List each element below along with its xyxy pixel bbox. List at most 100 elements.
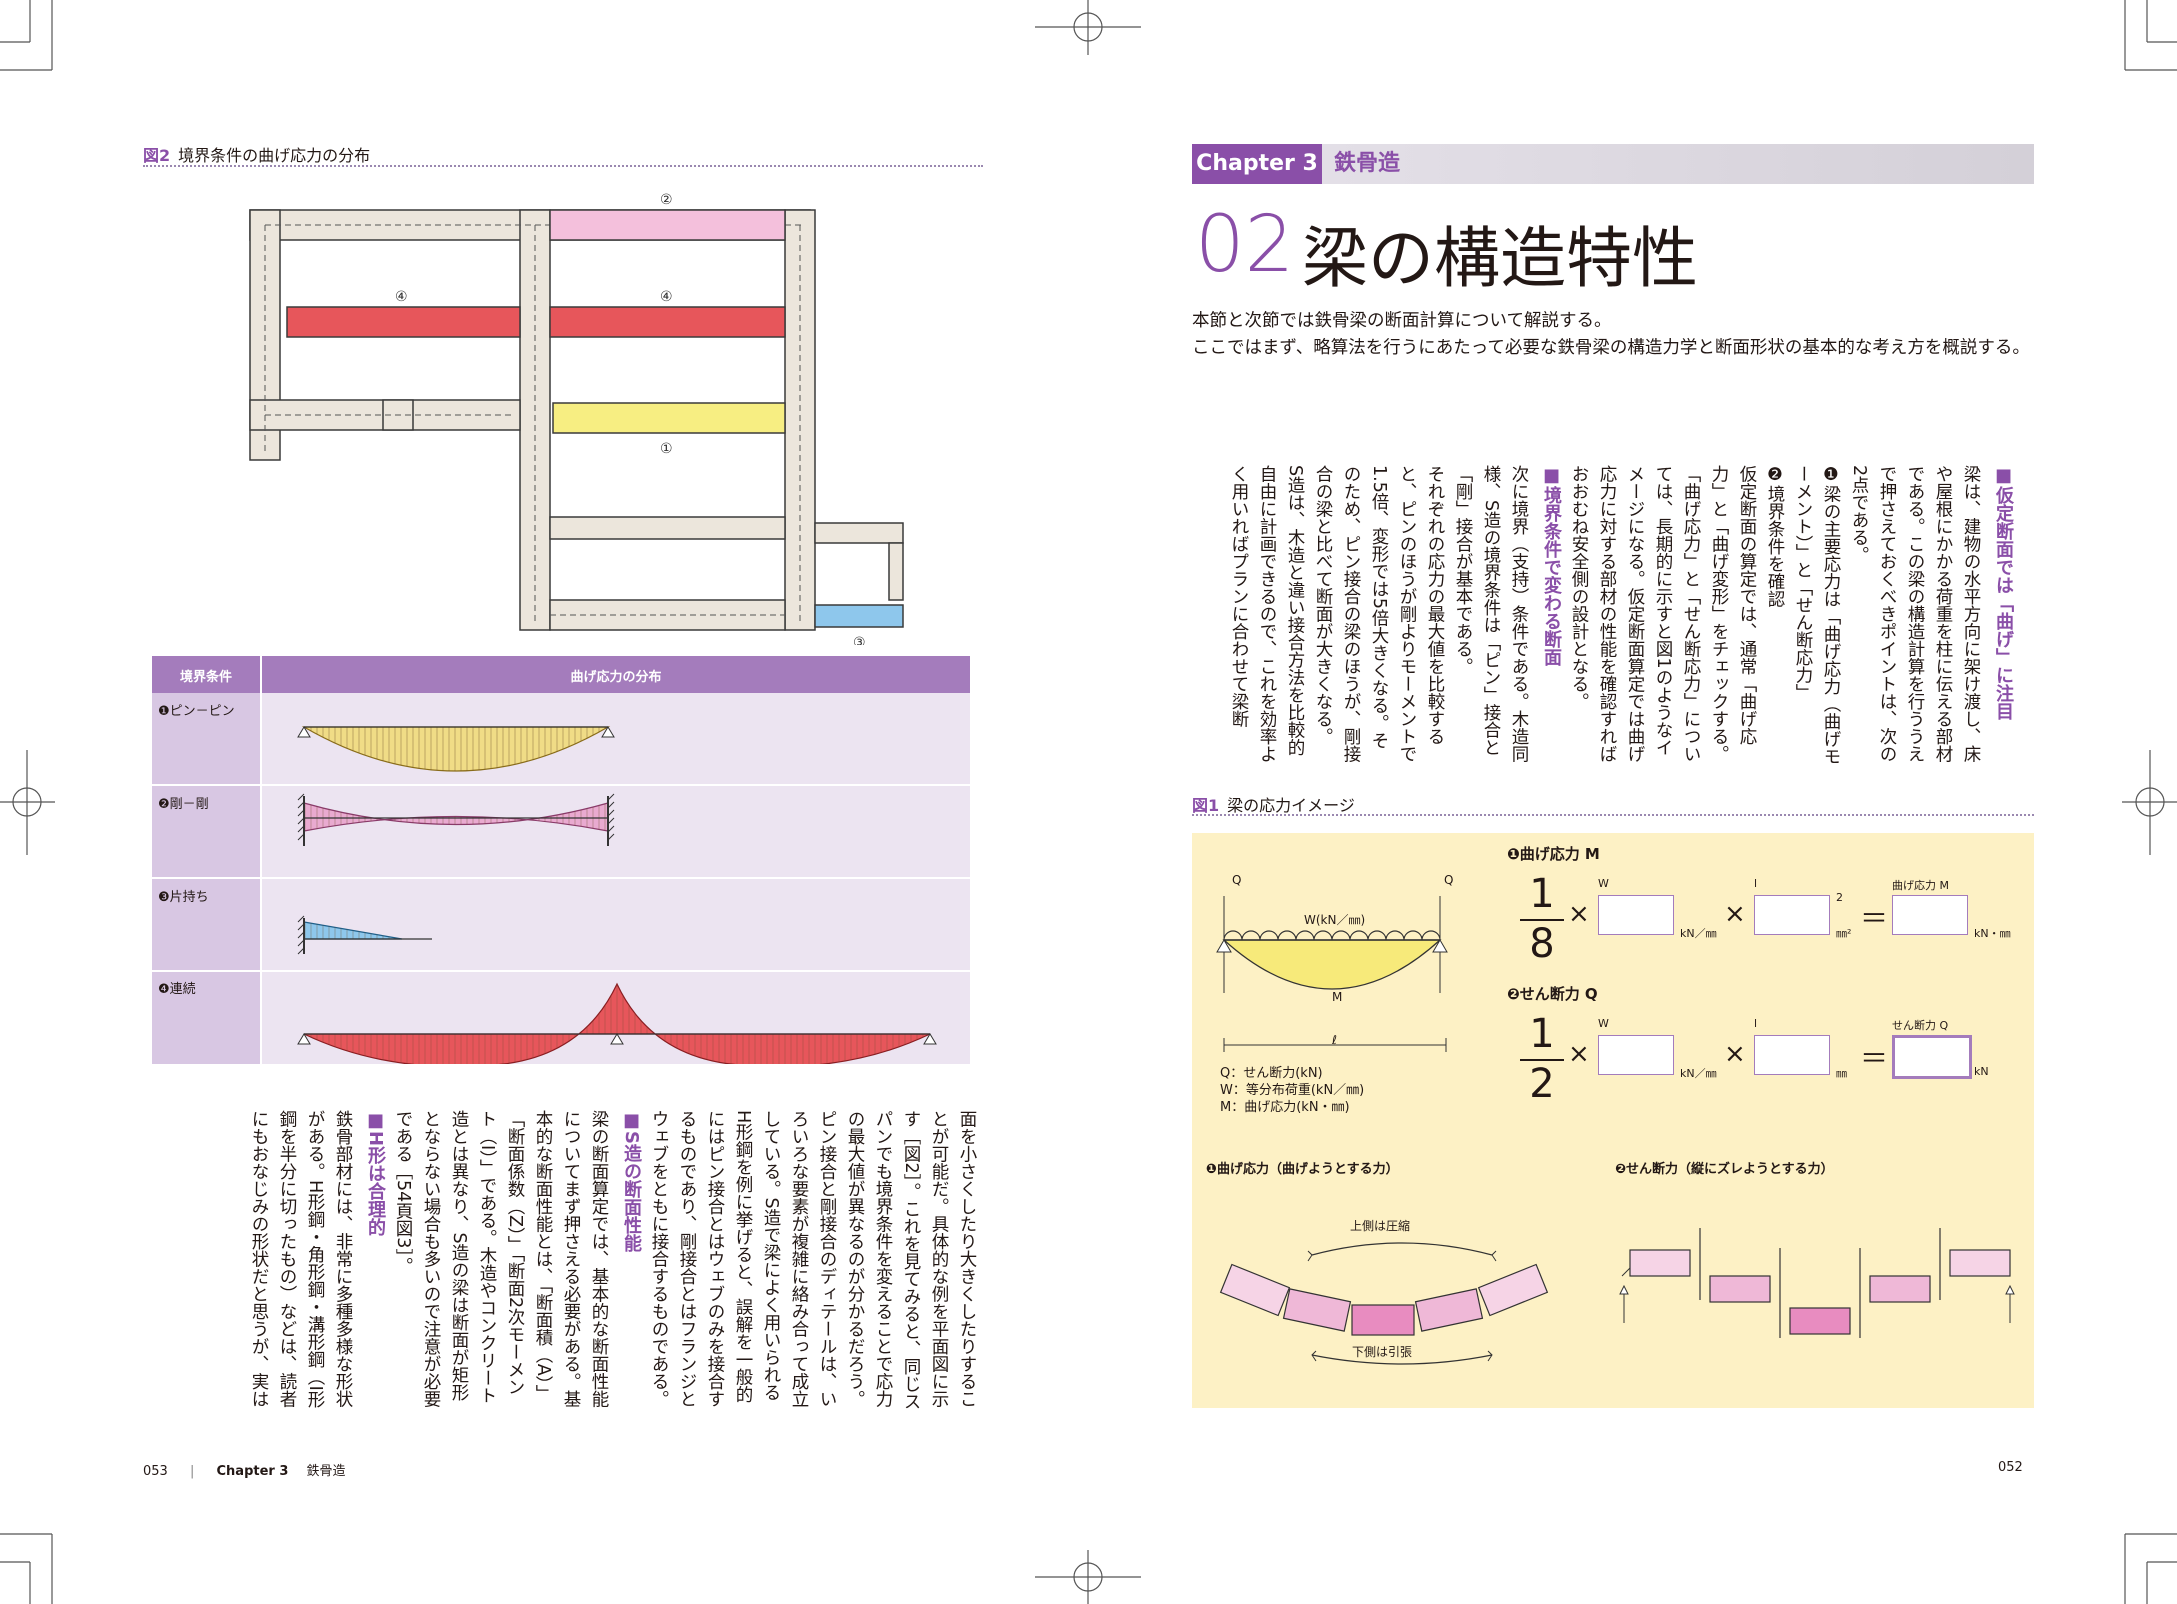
legend-m: M：曲げ応力(kN・㎜) (1220, 1100, 1350, 1115)
formula-m-denominator: 8 (1529, 921, 1555, 967)
beam-legend: Q：せん断力(kN) W：等分布荷重(kN／㎜) M：曲げ応力(kN・㎜) (1220, 1065, 1364, 1116)
section-s-heading: ■S造の断面性能 (621, 1110, 642, 1252)
section-s-text: 梁の断面算定では、基本的な断面性能についてまず押さえる必要がある。基本的な断面性… (393, 1110, 609, 1408)
figure1-caption: 図1 梁の応力イメージ (1192, 792, 1355, 816)
section-a-heading: ■仮定断面では「曲げ」に注目 (1993, 465, 2014, 720)
section-a-point-2: ❷境界条件を確認 (1765, 465, 1785, 608)
plan-marker-3: ③ (853, 635, 866, 645)
formula-q-title: ❷せん断力 Q (1507, 985, 1598, 1003)
section-b-paragraph: それぞれの応力の最大値を比較すると、ピンのほうが剛よりモーメントで1.5倍、変形… (1313, 465, 1445, 763)
bending-title: ❶曲げ応力（曲げようとする力） (1206, 1162, 1399, 1177)
page-number-052: 052 (1998, 1460, 2023, 1475)
chapter-band (1192, 144, 2034, 184)
row-label-pin-pin: ❶ピン－ピン (158, 704, 235, 719)
left-paragraph-2: ピン接合と剛接合のディテールは、いろいろな要素が複雑に絡み合って成立している。S… (649, 1110, 837, 1408)
page-number-053: 053 (143, 1464, 168, 1479)
section-h-heading: ■H形は合理的 (365, 1110, 386, 1237)
formula-m-w-label: W (1598, 877, 1609, 890)
span-dimension (1223, 1038, 1447, 1052)
formula-q-numerator: 1 (1529, 1011, 1555, 1057)
beam-load-label: W(kN／㎜) (1304, 913, 1366, 927)
table-header-condition: 境界条件 (179, 670, 232, 685)
chapter-label: Chapter 3 (1192, 144, 1322, 184)
times-sign: × (1724, 899, 1746, 929)
formula-m-numerator: 1 (1529, 871, 1555, 917)
table-header (152, 656, 970, 693)
formula-q-l-unit: ㎜ (1836, 1067, 1847, 1080)
section-title: 梁の構造特性 (1302, 220, 1698, 297)
table-row-divider (152, 970, 970, 972)
equals-sign: ＝ (1860, 1042, 1889, 1075)
equals-sign: ＝ (1860, 902, 1889, 935)
legend-q: Q：せん断力(kN) (1220, 1066, 1323, 1081)
formula-q-w-unit: kN／㎜ (1680, 1067, 1717, 1080)
formula-m-result-unit: kN・㎜ (1974, 927, 2011, 940)
fraction-line (1520, 1059, 1564, 1061)
w-input-box[interactable] (1598, 1035, 1674, 1075)
moment-shapes (297, 726, 937, 1064)
shear-result-box[interactable] (1892, 1035, 1972, 1079)
section-number: 02 (1195, 200, 1295, 290)
w-input-box[interactable] (1598, 895, 1674, 935)
formula-m-result-label: 曲げ応力 M (1892, 879, 1949, 892)
l-input-box[interactable] (1754, 1035, 1830, 1075)
left-footer: 053 | Chapter 3 鉄骨造 (143, 1464, 346, 1479)
times-sign: × (1568, 1039, 1590, 1069)
formula-m-l-label: l (1754, 877, 1758, 890)
chapter-title: 鉄骨造 (1334, 151, 1401, 176)
shear-illustration (1619, 1228, 2015, 1338)
figure1-title: 梁の応力イメージ (1227, 796, 1355, 815)
figure2-title: 境界条件の曲げ応力の分布 (178, 146, 371, 165)
left-body-text: 面を小さくしたり大きくしたりすることが可能だ。具体的な例を平面図に示す［図2］。… (245, 1110, 981, 1410)
right-body-text: ■仮定断面では「曲げ」に注目 梁は、建物の水平方向に架け渡し、床や屋根にかかる荷… (1225, 465, 2017, 765)
table-col-divider (260, 656, 262, 1064)
boundary-table: 境界条件 曲げ応力の分布 ❶ピン－ピン ❷剛－剛 ❸片持ち ❹連続 (152, 656, 970, 1064)
figure1-number: 図1 (1192, 796, 1220, 815)
formula-m-l-unit: ㎜² (1836, 927, 1852, 940)
divider (1192, 814, 2034, 816)
formula-m-l-sup: 2 (1836, 891, 1843, 904)
bending-bottom-label: 下側は引張 (1352, 1345, 1413, 1359)
beam-q-left: Q (1232, 873, 1242, 887)
section-b-paragraph: 次に境界（支持）条件である。木造同様、S造の境界条件は「ピン」接合と「剛」接合が… (1453, 465, 1529, 763)
formula-q-result-unit: kN (1974, 1065, 1989, 1078)
framing-plan-diagram: ② ④ ④ ① ③ (249, 192, 904, 645)
shear-title: ❷せん断力（縦にズレようとする力） (1615, 1162, 1834, 1177)
beam-q-right: Q (1444, 873, 1454, 887)
section-a-paragraph: 仮定断面の算定では、通常「曲げ応力」と「曲げ変形」をチェックする。「曲げ応力」と… (1569, 465, 1757, 763)
figure2-number: 図2 (143, 146, 171, 165)
fraction-line (1520, 919, 1564, 921)
table-header-distribution: 曲げ応力の分布 (570, 670, 662, 685)
plan-marker-4a: ④ (395, 289, 408, 305)
section-h-text: 鉄骨部材には、非常に多種多様な形状がある。H形鋼・角形鋼・溝形鋼（I形鋼を半分に… (249, 1110, 353, 1409)
bending-illustration (1219, 1242, 1549, 1365)
formula-m-title: ❶曲げ応力 M (1507, 845, 1600, 863)
figure2-caption: 図2 境界条件の曲げ応力の分布 (143, 142, 370, 166)
formula-q-denominator: 2 (1529, 1061, 1555, 1107)
lead-text: 本節と次節では鉄骨梁の断面計算について解説する。 ここではまず、略算法を行うにあ… (1192, 311, 2030, 358)
table-row-divider (152, 877, 970, 879)
formula-q-w-label: W (1598, 1017, 1609, 1030)
times-sign: × (1568, 899, 1590, 929)
formula-m-w-unit: kN／㎜ (1680, 927, 1717, 940)
l-input-box[interactable] (1754, 895, 1830, 935)
row-label-fixed-fixed: ❷剛－剛 (158, 797, 209, 812)
section-b-paragraph: S造は、木造と違い接合方法を比較的自由に計画できるので、これを効率よく用いればプ… (1229, 465, 1305, 763)
footer-chapter: Chapter 3 (216, 1464, 289, 1479)
row-label-cantilever: ❸片持ち (158, 890, 209, 905)
section-a-point-1: ❶梁の主要応力は「曲げ応力（曲げモーメント）」と「せん断応力」 (1793, 465, 1841, 765)
plan-marker-2: ② (660, 192, 673, 208)
left-paragraph-1: 面を小さくしたり大きくしたりすることが可能だ。具体的な例を平面図に示す［図2］。… (845, 1110, 977, 1410)
moment-result-box[interactable] (1892, 895, 1968, 935)
beam-diagram (1216, 896, 1448, 993)
footer-chapter-title: 鉄骨造 (306, 1464, 346, 1479)
plan-marker-1: ① (660, 441, 673, 457)
formula-q-l-label: l (1754, 1017, 1758, 1030)
plan-marker-4b: ④ (660, 289, 673, 305)
row-label-continuous: ❹連続 (158, 982, 196, 997)
table-row-divider (152, 784, 970, 786)
legend-w: W：等分布荷重(kN／㎜) (1220, 1083, 1365, 1098)
bending-top-label: 上側は圧縮 (1350, 1219, 1411, 1233)
formula-q-result-label: せん断力 Q (1892, 1019, 1949, 1032)
